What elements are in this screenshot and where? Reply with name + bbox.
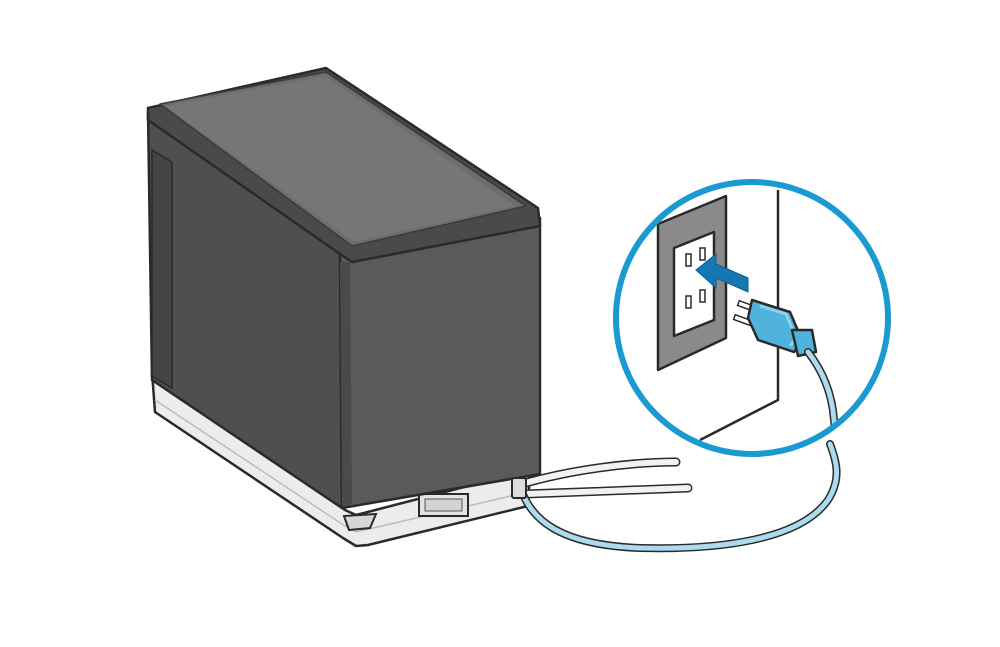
callout-ring: [613, 179, 891, 457]
insert-arrow-icon: [695, 252, 749, 293]
callout-magnifier: [613, 179, 891, 457]
printer-top-lid: [146, 66, 542, 264]
printer: [146, 66, 542, 548]
wall-outlet: [656, 194, 728, 372]
printer-base: [150, 370, 532, 548]
power-plug: [732, 298, 818, 358]
printer-front-face: [338, 216, 542, 510]
power-cable: [511, 440, 841, 553]
